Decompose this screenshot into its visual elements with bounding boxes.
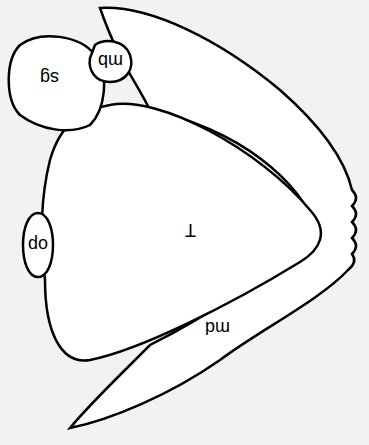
muscle-shape: mb bbox=[84, 34, 136, 88]
outline bbox=[38, 95, 328, 370]
outline-path bbox=[90, 41, 132, 82]
part-label: md bbox=[205, 319, 230, 337]
tentorium-shape: T bbox=[38, 95, 328, 370]
outline-path bbox=[9, 36, 104, 130]
part-label: op bbox=[28, 236, 48, 254]
organ-shape: op bbox=[16, 208, 60, 282]
outline-path bbox=[23, 213, 53, 277]
part-label: mb bbox=[98, 52, 123, 70]
outline-path bbox=[42, 104, 321, 361]
part-label: sg bbox=[40, 69, 59, 87]
part-label: T bbox=[185, 221, 196, 239]
